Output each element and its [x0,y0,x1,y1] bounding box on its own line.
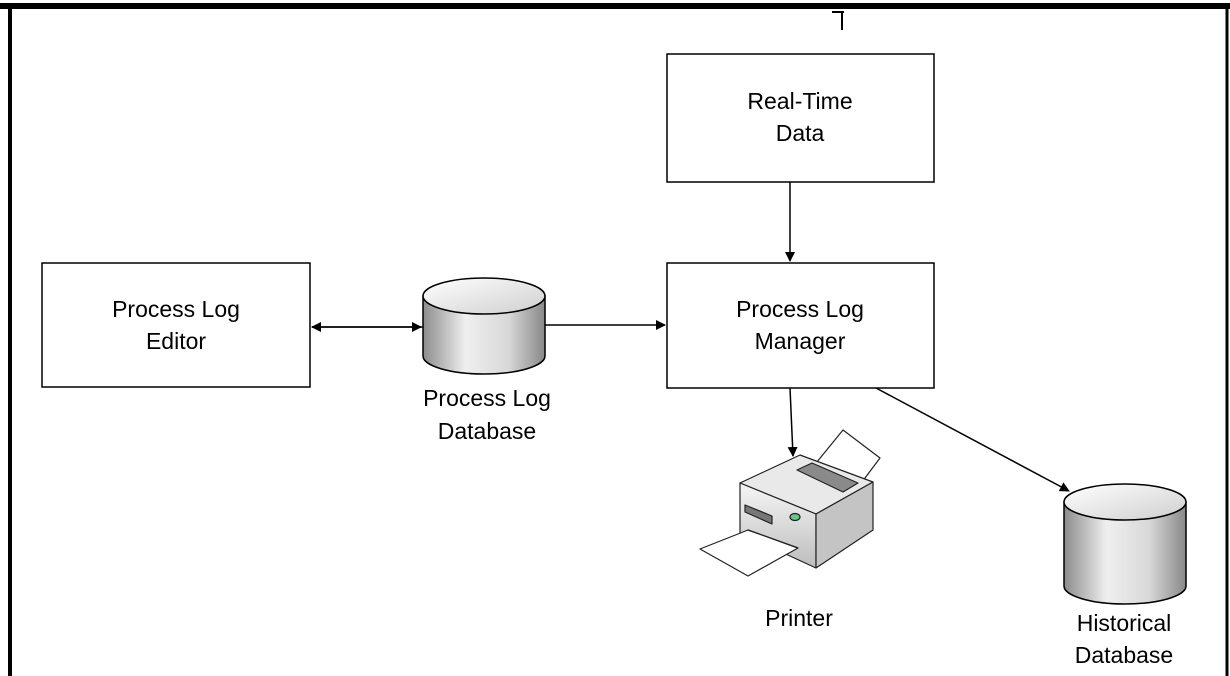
process-log-manager-label-line1: Process Log [736,296,864,322]
process-log-database-cylinder-icon [422,277,546,375]
connectors [311,182,1070,492]
printer-icon [699,429,881,577]
historical-database-label-line2: Database [1075,642,1173,668]
diagram-frame [0,3,1230,676]
real-time-data-label-line1: Real-Time [747,88,852,114]
process-log-manager-box: Process Log Manager [666,262,935,389]
arrow-manager-to-printer [787,387,798,457]
real-time-data-label-line2: Data [776,120,825,146]
historical-database-label-line1: Historical [1077,610,1172,636]
process-log-editor-label-line2: Editor [146,328,206,354]
printer-label: Printer [765,605,833,631]
process-log-editor-box: Process Log Editor [41,262,311,388]
process-log-manager-label-line2: Manager [755,328,846,354]
real-time-data-box: Real-Time Data [666,53,935,183]
process-log-editor-label-line1: Process Log [112,296,240,322]
arrow-manager-to-historical [875,387,1070,492]
process-log-database-label-line2: Database [438,418,536,444]
historical-database-cylinder-icon [1063,483,1187,605]
process-log-database-label-line1: Process Log [423,385,551,411]
